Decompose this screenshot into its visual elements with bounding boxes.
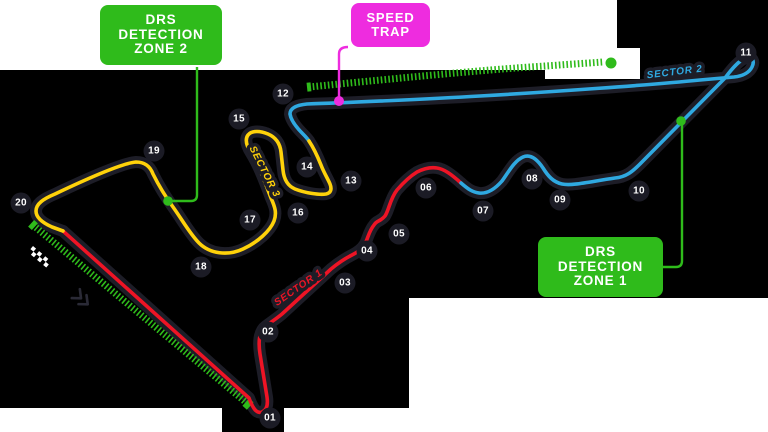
drs1-line3: ZONE 1 — [573, 273, 628, 289]
turn-marker-12: 12 — [272, 83, 294, 105]
turn-marker-05: 05 — [388, 223, 410, 245]
direction-chevrons-icon — [70, 287, 90, 306]
turn-circle — [356, 240, 378, 262]
turn-number: 15 — [233, 114, 245, 125]
drs-detection-zone-2-label: DRS DETECTION ZONE 2 — [100, 5, 222, 65]
drs2-line1: DRS — [145, 11, 177, 27]
turn-number: 13 — [345, 176, 357, 187]
drs-detection-zone-1-label: DRS DETECTION ZONE 1 — [538, 237, 663, 297]
turn-number: 10 — [633, 186, 645, 197]
turn-circle — [143, 140, 165, 162]
turn-number: 05 — [393, 229, 405, 240]
turn-circle — [190, 256, 212, 278]
checkered-flag-icon — [30, 246, 49, 268]
turn-marker-19: 19 — [143, 140, 165, 162]
turn-circle — [296, 156, 318, 178]
turn-number: 19 — [148, 146, 160, 157]
turn-circle — [334, 272, 356, 294]
turn-circle — [228, 108, 250, 130]
turn-marker-16: 16 — [287, 202, 309, 224]
drs-activation-dot — [605, 57, 617, 69]
drs1-line2: DETECTION — [557, 258, 644, 274]
turn-marker-06: 06 — [415, 177, 437, 199]
turn-number: 01 — [264, 413, 276, 424]
turn-circle — [340, 170, 362, 192]
turn-marker-17: 17 — [239, 209, 261, 231]
turn-number: 14 — [301, 162, 313, 173]
speedtrap-line1: SPEED — [366, 9, 415, 25]
turn-markers: 01 02 03 04 05 06 07 08 09 10 11 12 13 14 15 16 17 18 19 20 — [10, 42, 757, 429]
drs-detection-point-1 — [676, 116, 686, 126]
drs2-line2: DETECTION — [118, 26, 204, 42]
turn-marker-10: 10 — [628, 180, 650, 202]
drs-detection-point-2 — [163, 196, 173, 206]
panel-notch-top — [545, 48, 640, 79]
turn-number: 03 — [339, 278, 351, 289]
turn-circle — [415, 177, 437, 199]
turn-number: 20 — [15, 198, 27, 209]
turn-circle — [521, 168, 543, 190]
turn-marker-08: 08 — [521, 168, 543, 190]
turn-marker-03: 03 — [334, 272, 356, 294]
turn-circle — [388, 223, 410, 245]
turn-marker-07: 07 — [472, 200, 494, 222]
turn-marker-13: 13 — [340, 170, 362, 192]
speedtrap-line2: TRAP — [371, 24, 410, 39]
speed-trap-label: SPEED TRAP — [351, 3, 430, 47]
turn-circle — [257, 321, 279, 343]
turn-number: 17 — [244, 215, 256, 226]
turn-circle — [628, 180, 650, 202]
turn-circle — [10, 192, 32, 214]
drs1-line1: DRS — [585, 243, 616, 259]
drs1-leader-line — [663, 124, 684, 269]
turn-marker-15: 15 — [228, 108, 250, 130]
speed-trap-point — [334, 96, 344, 106]
turn-number: 16 — [292, 208, 304, 219]
turn-number: 02 — [262, 327, 274, 338]
drs-zone-main-straight — [30, 222, 251, 407]
turn-marker-11: 11 — [735, 42, 757, 64]
turn-number: 09 — [554, 195, 566, 206]
speed-trap-leader-line — [337, 45, 349, 97]
turn-circle — [287, 202, 309, 224]
turn-number: 11 — [740, 48, 751, 59]
turn-marker-09: 09 — [549, 189, 571, 211]
turn-circle — [735, 42, 757, 64]
markers — [163, 45, 686, 269]
turn-marker-14: 14 — [296, 156, 318, 178]
drs2-line3: ZONE 2 — [134, 41, 188, 57]
turn-marker-18: 18 — [190, 256, 212, 278]
turn-number: 12 — [277, 89, 289, 100]
turn-marker-01: 01 — [259, 407, 281, 429]
drs2-leader-line — [172, 67, 199, 203]
turn-marker-04: 04 — [356, 240, 378, 262]
turn-circle — [549, 189, 571, 211]
turn-number: 08 — [526, 174, 538, 185]
turn-marker-20: 20 — [10, 192, 32, 214]
turn-circle — [272, 83, 294, 105]
turn-marker-02: 02 — [257, 321, 279, 343]
turn-number: 04 — [361, 246, 373, 257]
drs-zone-start-marker — [28, 219, 38, 231]
drs-zone2-start-marker — [306, 82, 312, 92]
turn-circle — [259, 407, 281, 429]
turn-circle — [472, 200, 494, 222]
turn-number: 18 — [195, 262, 207, 273]
turn-circle — [239, 209, 261, 231]
turn-number: 06 — [420, 183, 432, 194]
turn-number: 07 — [477, 206, 489, 217]
